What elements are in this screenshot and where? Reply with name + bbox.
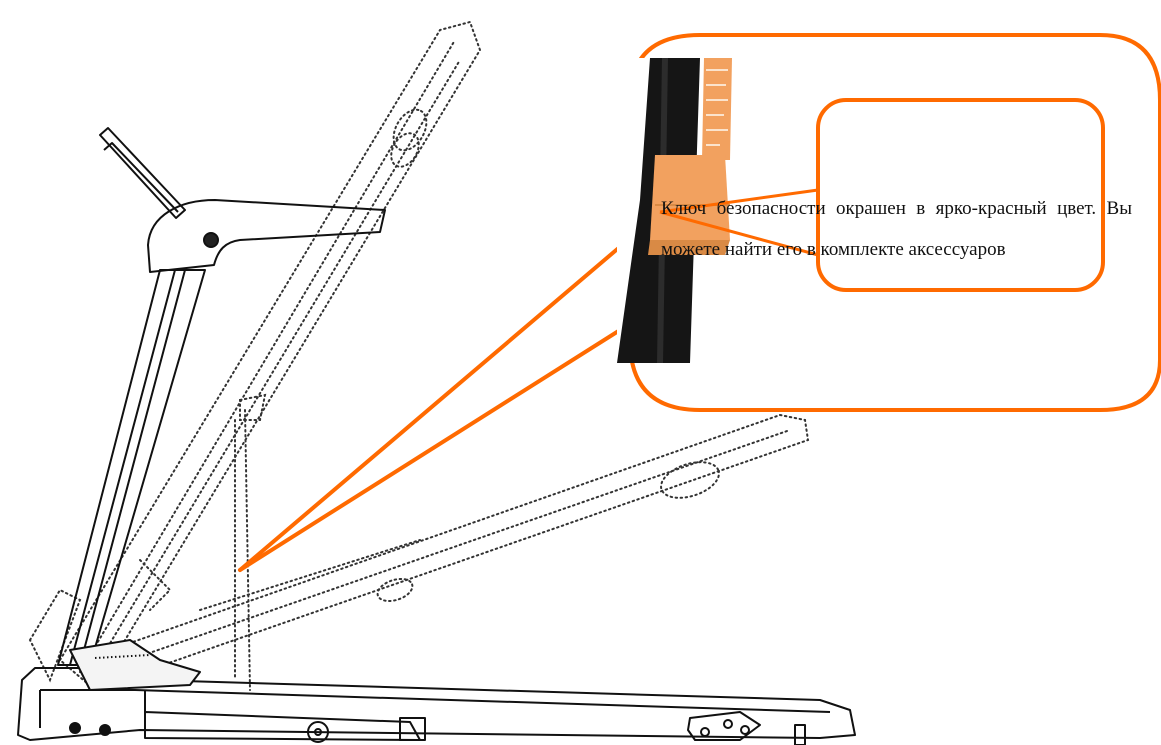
callout-caption: Ключ безопасности окрашен в ярко-красный…	[661, 198, 1132, 260]
folded-deck-outline-raised	[58, 20, 482, 692]
motor-hood	[69, 639, 201, 691]
callout-pointer	[238, 238, 630, 572]
highlight-connector	[659, 188, 819, 257]
console-handlebar	[147, 199, 386, 273]
treadmill-line-drawing	[17, 127, 856, 745]
console-knob	[203, 232, 219, 248]
highlight-frame	[816, 98, 1105, 292]
safety-key-photo	[617, 57, 732, 364]
